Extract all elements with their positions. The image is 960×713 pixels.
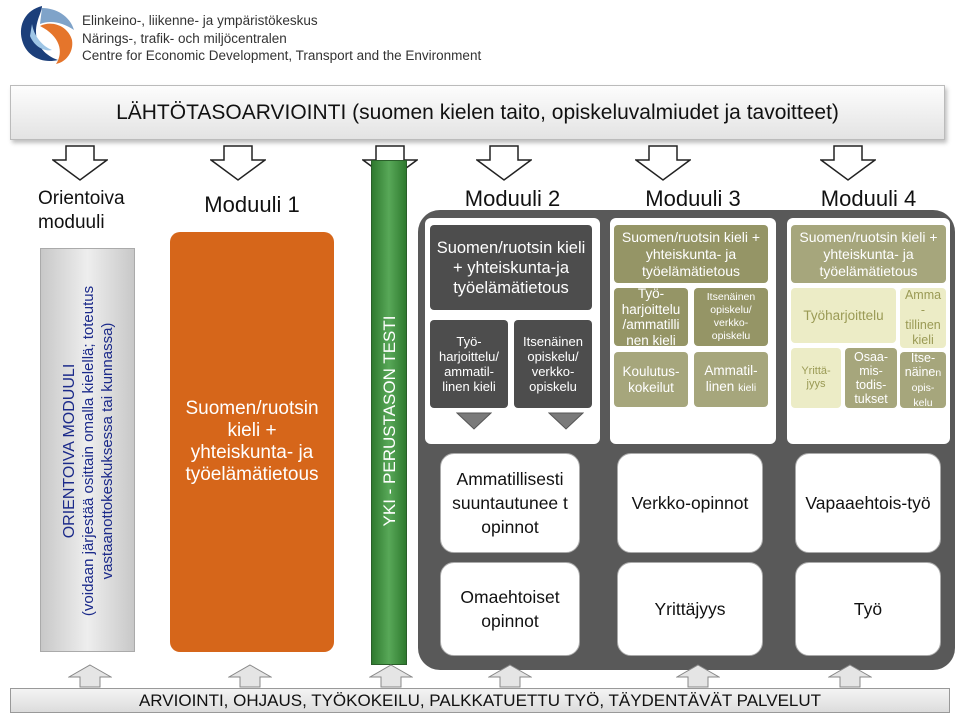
yki-test-bar: YKI - PERUSTASON TESTI <box>371 160 407 665</box>
module4-path-work: Työ <box>795 562 941 656</box>
module3-sub-a: Työ-harjoittelu /ammatilli nen kieli <box>614 286 688 348</box>
module3-path-online: Verkko-opinnot <box>617 453 763 553</box>
module2-sub-left: Työ-harjoittelu/ ammatil-linen kieli <box>430 320 508 408</box>
logo <box>12 2 82 68</box>
module4-sub-b: Amma - tillinen kieli <box>900 288 946 348</box>
module4-sub-e: Itse-näinen opis-kelu <box>900 350 946 409</box>
up-arrow-icon <box>488 664 532 688</box>
footer-band: ARVIOINTI, OHJAUS, TYÖKOKEILU, PALKKATUE… <box>10 688 950 713</box>
module3-sub-b: Itsenäinen opiskelu/ verkko-opiskelu <box>694 288 768 346</box>
module3-path-entrepreneurship: Yrittäjyys <box>617 562 763 656</box>
up-arrow-icon <box>68 664 112 688</box>
orientation-vertical-note-1: (voidaan järjestää osittain omalla kiele… <box>79 285 97 617</box>
module2-small-arrow-icon <box>548 412 584 430</box>
logo-line-sv: Närings-, trafik- och miljöcentralen <box>82 30 287 46</box>
module2-sub-right: Itsenäinen opiskelu/ verkko-opiskelu <box>514 320 592 408</box>
module3-sub-d-small: kieli <box>738 382 757 394</box>
module4-sub-d: Osaa-mis-todis-tukset <box>845 348 897 408</box>
module2-small-arrow-icon <box>456 412 492 430</box>
orientation-module-box: ORIENTOIVA MODUULI (voidaan järjestää os… <box>40 248 135 652</box>
up-arrow-icon <box>828 664 872 688</box>
logo-text: Elinkeino-, liikenne- ja ympäristökeskus… <box>82 12 502 70</box>
module3-main-box: Suomen/ruotsin kieli + yhteiskunta- ja t… <box>614 225 768 283</box>
logo-line-fi: Elinkeino-, liikenne- ja ympäristökeskus <box>82 13 318 28</box>
ely-logo-icon <box>20 6 74 64</box>
down-arrow-icon <box>52 145 108 181</box>
logo-line-en: Centre for Economic Development, Transpo… <box>82 48 482 63</box>
down-arrow-icon <box>476 145 532 181</box>
down-arrow-icon <box>635 145 691 181</box>
header-band: LÄHTÖTASOARVIOINTI (suomen kielen taito,… <box>10 85 945 140</box>
module3-sub-d-main: Ammatil-linen <box>704 363 758 394</box>
module4-sub-e-small: n opis-kelu <box>911 366 942 409</box>
down-arrow-icon <box>210 145 266 181</box>
module3-sub-c: Koulutus-kokeilut <box>614 352 688 407</box>
module3-title: Moduuli 3 <box>645 186 741 211</box>
module4-sub-e-main: Itse-näine <box>904 350 936 379</box>
module2-path-self-motivated: Omaehtoiset opinnot <box>440 562 580 656</box>
module4-path-volunteer: Vapaaehtois-työ <box>795 453 941 553</box>
module4-sub-a: Työharjoittelu <box>791 288 896 343</box>
module2-main-box: Suomen/ruotsin kieli + yhteiskunta-ja ty… <box>430 225 592 310</box>
orientation-vertical-note-2: vastaanottokeskuksessa tai kunnassa) <box>98 322 116 580</box>
module4-main-box: Suomen/ruotsin kieli + yhteiskunta- ja t… <box>791 225 946 283</box>
header-title: LÄHTÖTASOARVIOINTI (suomen kielen taito,… <box>116 100 839 124</box>
module3-sub-d: Ammatil-linen kieli <box>694 352 768 407</box>
module2-path-vocational: Ammatillisesti suuntautunee t opinnot <box>440 453 580 553</box>
up-arrow-icon <box>228 664 272 688</box>
module1-title: Moduuli 1 <box>204 192 300 217</box>
up-arrow-icon <box>676 664 720 688</box>
module2-title: Moduuli 2 <box>464 186 561 211</box>
module4-sub-c: Yrittä-jyys <box>791 348 841 408</box>
down-arrow-icon <box>820 145 876 181</box>
yki-label: YKI - PERUSTASON TESTI <box>380 315 399 527</box>
module1-box: Suomen/ruotsin kieli + yhteiskunta- ja t… <box>170 232 334 652</box>
orientation-title: Orientoiva moduuli <box>38 188 125 233</box>
orientation-vertical-title: ORIENTOIVA MODUULI <box>60 363 78 539</box>
up-arrow-icon <box>369 664 413 688</box>
module4-title: Moduuli 4 <box>820 186 917 211</box>
module1-body: Suomen/ruotsin kieli + yhteiskunta- ja t… <box>185 398 319 485</box>
footer-text: ARVIOINTI, OHJAUS, TYÖKOKEILU, PALKKATUE… <box>138 690 822 710</box>
